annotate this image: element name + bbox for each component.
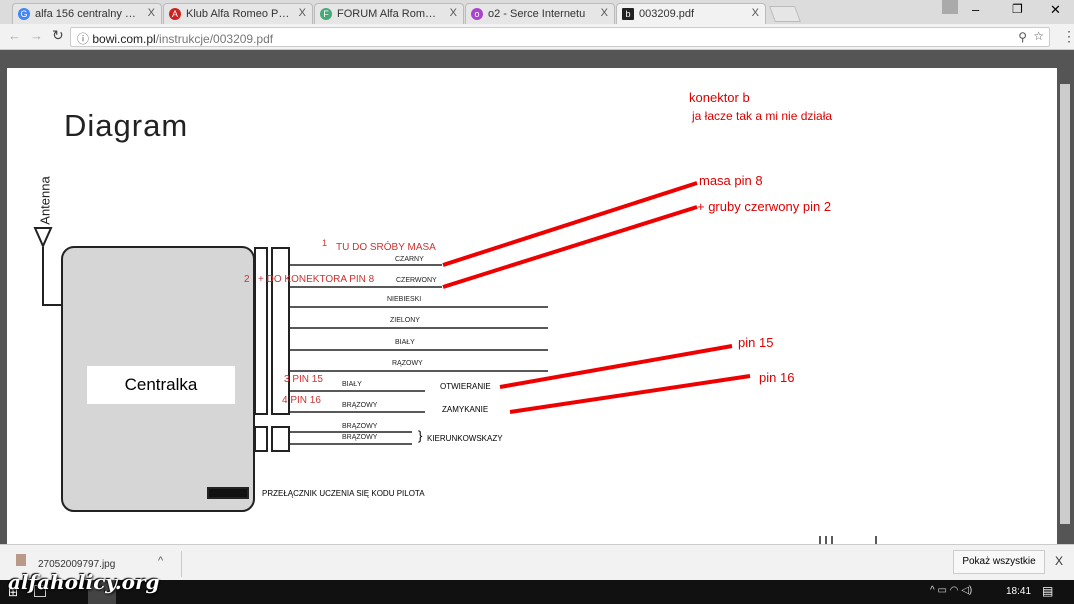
annotation-ground: masa pin 8	[699, 173, 763, 188]
annotation-connector: konektor b	[689, 90, 750, 105]
close-window-button[interactable]: ✕	[1050, 2, 1061, 17]
wiring-diagram	[33, 181, 877, 544]
bookmark-star-icon[interactable]: ☆	[1033, 29, 1044, 43]
annotation-comment: ja łacze tak a mi nie działa	[692, 109, 833, 123]
close-icon[interactable]: X	[751, 7, 759, 19]
wire-label: BRĄZOWY	[342, 423, 378, 430]
google-icon: G	[18, 8, 30, 20]
restore-button[interactable]: ❐	[1012, 2, 1023, 16]
red-annotation-lines	[442, 181, 751, 414]
menu-icon[interactable]: ⋮	[1062, 28, 1074, 44]
chevron-up-icon[interactable]: ^	[158, 555, 164, 567]
unit-label: Centralka	[87, 366, 235, 404]
wire-label: BRĄZOWY	[342, 434, 378, 441]
wire-label: CZARNY	[395, 256, 424, 263]
wire-label: BRĄZOWY	[342, 402, 378, 409]
chrome-taskbar-icon[interactable]	[88, 580, 116, 604]
note-number: 1	[322, 238, 328, 248]
wires	[289, 264, 548, 445]
wire-label: CZERWONY	[396, 277, 437, 284]
note-connector: + DO KONEKTORA PIN 8	[258, 274, 375, 285]
wire-label: ZIELONY	[390, 317, 420, 324]
url-path: /instrukcje/003209.pdf	[155, 32, 274, 46]
note-ground: TU DO SRÓBY MASA	[336, 242, 436, 253]
show-all-button[interactable]: Pokaż wszystkie	[953, 550, 1045, 574]
annotation-positive: + gruby czerwony pin 2	[697, 199, 832, 214]
windows-start-icon[interactable]: ⊞	[8, 585, 19, 599]
forward-icon[interactable]: →	[30, 28, 43, 43]
back-icon[interactable]: ←	[8, 28, 21, 43]
indicators-label: KIERUNKOWSKAZY	[427, 434, 503, 443]
close-label: ZAMYKANIE	[442, 405, 489, 414]
close-downloads-button[interactable]: X	[1055, 554, 1064, 568]
bowi-icon: b	[622, 8, 634, 20]
annotation-pin15: pin 15	[738, 335, 774, 350]
url-host: bowi.com.pl	[92, 32, 156, 46]
wire-label: NIEBIESKI	[387, 296, 422, 303]
tray-icons[interactable]: ^ ▭ ◠ ◁)	[930, 585, 973, 596]
connector-b	[271, 247, 290, 415]
watermark: alfaholicy.org	[8, 570, 160, 594]
task-view-icon[interactable]	[34, 585, 46, 597]
note-pin15: 3 PIN 15	[284, 374, 323, 385]
scrollbar[interactable]	[1060, 84, 1070, 524]
note-number: 2	[244, 274, 250, 285]
reload-icon[interactable]: ↻	[52, 27, 64, 43]
close-icon[interactable]: X	[147, 7, 155, 19]
wire-label: RĄZOWY	[392, 360, 423, 367]
o2-icon: o	[471, 8, 483, 20]
annotation-pin16: pin 16	[759, 370, 795, 385]
connector-c	[254, 426, 268, 452]
address-bar[interactable]: ⓘ bowi.com.pl/instrukcje/003209.pdf ⚲ ☆	[70, 27, 1050, 47]
image-file-icon	[16, 554, 26, 566]
wire-label: BIAŁY	[342, 381, 362, 388]
close-icon[interactable]: X	[449, 7, 457, 19]
info-icon: ⓘ	[77, 32, 93, 46]
taskbar: ⊞ ^ ▭ ◠ ◁) 18:41 ▤	[0, 580, 1074, 604]
download-item[interactable]: 27052009797.jpg ^	[12, 551, 182, 577]
open-label: OTWIERANIE	[440, 382, 491, 391]
diagram-title: Diagram	[64, 108, 189, 143]
user-icon[interactable]	[942, 0, 958, 14]
close-icon[interactable]: X	[298, 7, 306, 19]
download-bar: 27052009797.jpg ^ Pokaż wszystkie X	[0, 544, 1074, 580]
antenna-icon	[33, 227, 53, 249]
minimize-button[interactable]: –	[972, 2, 980, 17]
notifications-icon[interactable]: ▤	[1042, 584, 1054, 598]
connector-a	[254, 247, 268, 415]
brace-icon: }	[418, 428, 423, 443]
alfa-forum-icon: F	[320, 8, 332, 20]
learning-switch	[207, 487, 249, 499]
download-filename: 27052009797.jpg	[38, 559, 116, 570]
switch-label: PRZEŁĄCZNIK UCZENIA SIĘ KODU PILOTA	[262, 489, 425, 498]
antenna-wire	[42, 247, 62, 306]
antenna-label: Antenna	[37, 176, 53, 225]
clock: 18:41	[1006, 586, 1032, 597]
wire-label: BIAŁY	[395, 339, 415, 346]
connector-d	[271, 426, 290, 452]
note-pin16: 4 PIN 16	[282, 395, 321, 406]
close-icon[interactable]: X	[600, 7, 608, 19]
zoom-icon[interactable]: ⚲	[1018, 30, 1027, 44]
alfa-club-icon: A	[169, 8, 181, 20]
